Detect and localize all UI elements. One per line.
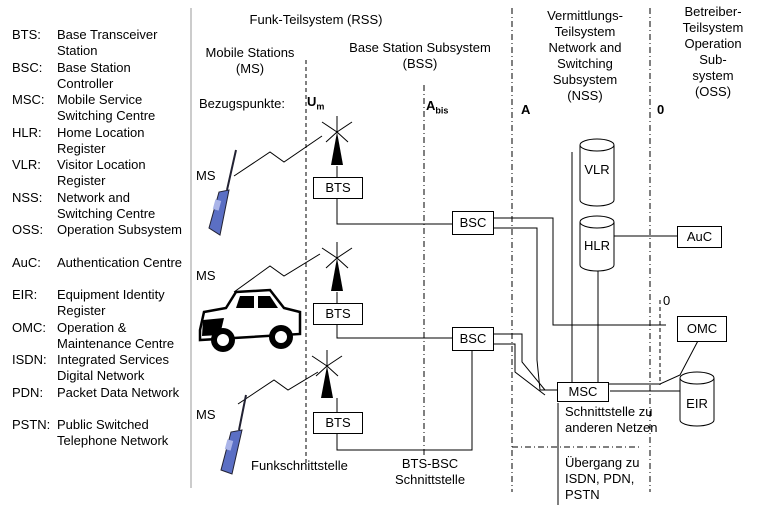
bsc-box: BSC	[452, 327, 494, 351]
antenna-icon	[321, 242, 353, 291]
radio-link	[233, 135, 323, 177]
legend-abbr: BTS:	[12, 27, 41, 42]
legend-description: Network and Switching Centre	[57, 189, 156, 221]
caption-funkschnittstelle: Funkschnittstelle	[251, 458, 348, 473]
legend-abbr: ISDN:	[12, 352, 47, 367]
ref-o: 0	[657, 102, 665, 117]
legend-description: Integrated Services Digital Network	[57, 352, 170, 383]
antenna-icon	[321, 116, 353, 165]
vlr-cylinder	[579, 138, 615, 207]
radio-link	[237, 371, 319, 405]
ref-abis: Abis	[426, 98, 449, 116]
header-oss: Betreiber- Teilsystem Operation Sub- sys…	[682, 4, 744, 99]
legend-description: Mobile Service Switching Centre	[57, 92, 156, 123]
legend-abbr: PDN:	[12, 384, 44, 400]
eir-cylinder	[679, 371, 715, 427]
legend-description: Visitor Location Register	[57, 157, 146, 188]
caption-bts-bsc: BTS-BSC Schnittstelle	[394, 456, 466, 487]
bts-box: BTS	[313, 177, 363, 199]
header-ms: Mobile Stations (MS)	[205, 45, 295, 76]
legend-description: Authentication Centre	[57, 254, 183, 270]
ms-label: MS	[196, 407, 216, 422]
hlr-cylinder	[579, 215, 615, 272]
radio-link	[233, 253, 321, 293]
header-nss: Vermittlungs- Teilsystem Network and Swi…	[547, 8, 623, 103]
link-bts1-bsc1	[336, 199, 453, 225]
legend-abbr: PSTN:	[12, 417, 51, 432]
ref-a: A	[521, 102, 531, 117]
caption-gateway: Übergang zu ISDN, PDN, PSTN	[565, 455, 640, 502]
link-bsc2-msc-b	[493, 343, 546, 396]
vlr-label: VLR	[584, 162, 610, 177]
link-bsc1-msc-b	[493, 227, 557, 391]
link-bts3-bsc2	[336, 350, 473, 451]
ms-label: MS	[196, 168, 216, 183]
legend-description: Home Location Register	[57, 124, 145, 156]
ref-um: Um	[307, 94, 325, 112]
legend-abbr: BSC:	[12, 59, 43, 75]
link-bts2-bsc2	[336, 324, 453, 339]
legend-abbr: OSS:	[12, 222, 44, 237]
legend-abbr: AuC:	[12, 254, 41, 270]
legend-description: Operation & Maintenance Centre	[57, 319, 175, 351]
ref-o-lower: 0	[663, 293, 671, 308]
header-rss: Funk-Teilsystem (RSS)	[249, 12, 383, 27]
legend-description: Packet Data Network	[57, 384, 180, 400]
link-bsc2-msc	[493, 333, 546, 391]
bts-box: BTS	[313, 303, 363, 325]
legend-abbr: HLR:	[12, 124, 42, 140]
caption-other-networks: Schnittstelle zu anderen Netzen	[565, 404, 658, 435]
ms-label: MS	[196, 268, 216, 283]
legend-description: Equipment Identity Register	[57, 287, 165, 318]
phone-icon	[220, 394, 247, 475]
bts-box: BTS	[313, 412, 363, 434]
phone-icon	[208, 149, 237, 236]
legend-abbr: NSS:	[12, 189, 43, 205]
auc-box: AuC	[677, 226, 722, 248]
legend-abbr: VLR:	[12, 157, 41, 172]
legend-description: Base Transceiver Station	[57, 27, 158, 58]
legend-description: Operation Subsystem	[57, 222, 183, 237]
reference-points-label: Bezugspunkte:	[199, 96, 286, 111]
legend-description: Public Switched Telephone Network	[57, 417, 169, 448]
link-bsc1-msc	[493, 217, 666, 326]
msc-box: MSC	[557, 382, 609, 402]
header-bss: Base Station Subsystem (BSS)	[349, 40, 491, 71]
legend-abbr: OMC:	[12, 319, 46, 335]
legend-abbr: EIR:	[12, 287, 38, 302]
legend-description: Base Station Controller	[57, 59, 131, 91]
bsc-box: BSC	[452, 211, 494, 235]
legend-abbr: MSC:	[12, 92, 45, 107]
eir-label: EIR	[686, 396, 708, 411]
car-icon	[198, 288, 302, 352]
omc-box: OMC	[677, 316, 727, 342]
antenna-icon	[311, 350, 343, 398]
hlr-label: HLR	[583, 238, 610, 253]
